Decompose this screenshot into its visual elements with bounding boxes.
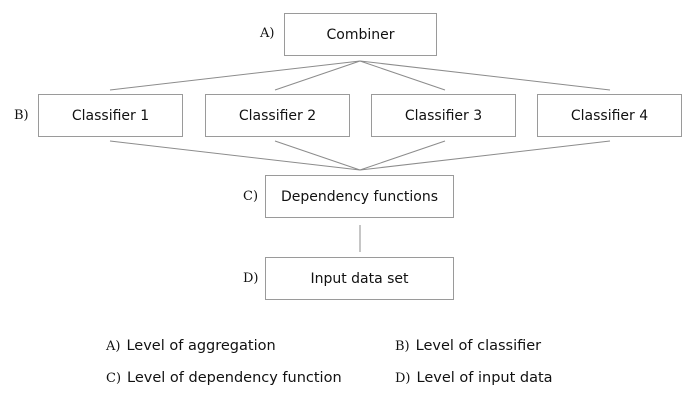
classifier-4-node: Classifier 4: [537, 94, 682, 137]
legend-text-d: Level of input data: [416, 370, 553, 386]
dependency-functions-node: Dependency functions: [265, 175, 454, 218]
input-data-set-node: Input data set: [265, 257, 454, 300]
edge-classifier-3-dependency: [359, 140, 446, 171]
edge-classifier-1-dependency: [109, 140, 361, 171]
edge-combiner-classifier-3: [359, 60, 446, 91]
level-b-tag: B): [14, 108, 29, 123]
legend-key-c: C): [106, 371, 122, 386]
edge-combiner-classifier-1: [109, 60, 361, 91]
level-c-tag: C): [243, 189, 259, 204]
edge-combiner-classifier-4: [359, 60, 611, 91]
classifier-2-node: Classifier 2: [205, 94, 350, 137]
combiner-node: Combiner: [284, 13, 437, 56]
legend-text-c: Level of dependency function: [127, 370, 342, 386]
level-a-tag: A): [260, 26, 275, 41]
legend-key-b: B): [395, 339, 410, 354]
classifier-1-node: Classifier 1: [38, 94, 183, 137]
legend-item-c: C) Level of dependency function: [106, 370, 342, 386]
level-d-tag: D): [243, 271, 259, 286]
legend-text-a: Level of aggregation: [126, 338, 276, 354]
edge-classifier-4-dependency: [359, 140, 611, 171]
edge-classifier-2-dependency: [274, 140, 361, 171]
legend-item-b: B) Level of classifier: [395, 338, 541, 354]
legend-text-b: Level of classifier: [415, 338, 542, 354]
edge-combiner-classifier-2: [274, 60, 361, 91]
legend-key-d: D): [395, 371, 411, 386]
legend-key-a: A): [106, 339, 121, 354]
legend-item-d: D) Level of input data: [395, 370, 553, 386]
classifier-3-node: Classifier 3: [371, 94, 516, 137]
legend-item-a: A) Level of aggregation: [106, 338, 276, 354]
